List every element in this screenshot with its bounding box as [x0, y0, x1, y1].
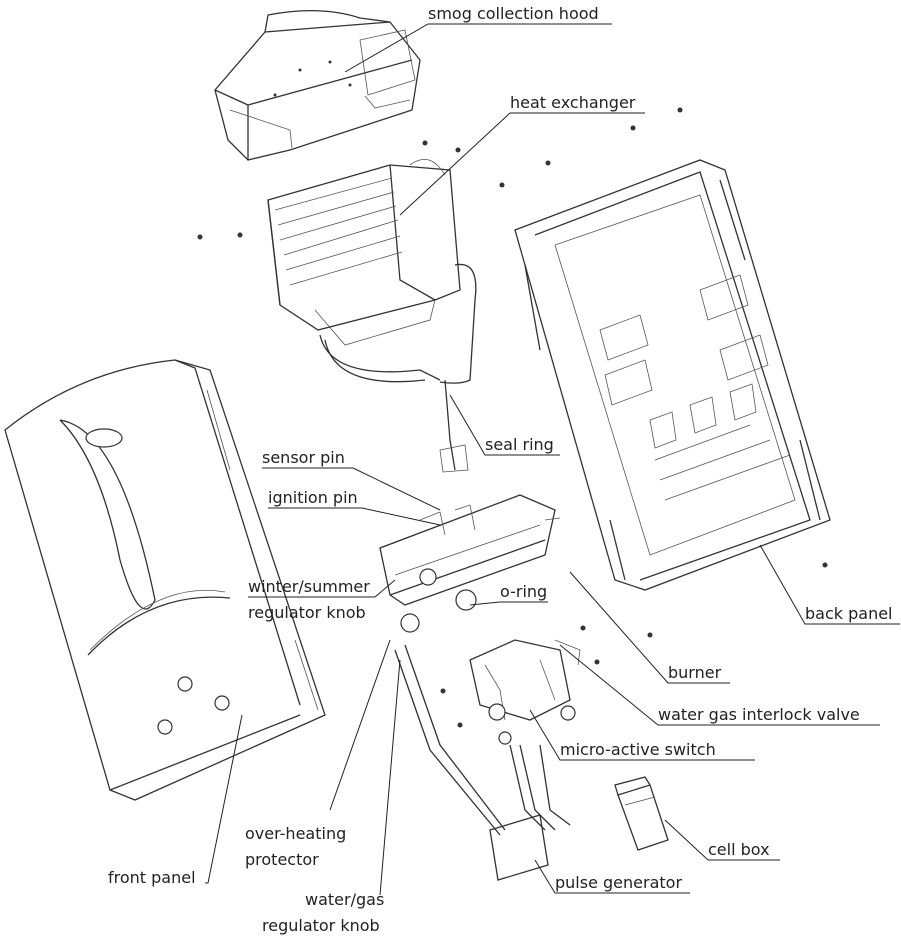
label-over-heating-2: protector — [245, 850, 319, 869]
smog-collection-hood-drawing — [214, 10, 421, 161]
part-labels: smog collection hood heat exchanger seal… — [108, 4, 893, 935]
label-burner: burner — [668, 663, 722, 682]
heat-exchanger-drawing — [267, 158, 477, 473]
label-front-panel: front panel — [108, 868, 196, 887]
pulse-generator-drawing — [394, 644, 571, 881]
label-water-gas-interlock-valve: water gas interlock valve — [658, 705, 860, 724]
label-pulse-generator: pulse generator — [555, 873, 682, 892]
burner-drawing — [379, 494, 561, 633]
label-seal-ring: seal ring — [485, 435, 554, 454]
label-cell-box: cell box — [708, 840, 770, 859]
water-gas-interlock-valve-drawing — [469, 639, 581, 745]
label-sensor-pin: sensor pin — [262, 448, 345, 467]
front-panel-drawing — [4, 359, 326, 801]
cell-box-drawing — [614, 776, 669, 851]
label-water-gas-2: regulator knob — [262, 916, 380, 935]
label-winter-summer-1: winter/summer — [248, 577, 370, 596]
label-back-panel: back panel — [805, 604, 893, 623]
label-ignition-pin: ignition pin — [268, 488, 358, 507]
label-heat-exchanger: heat exchanger — [510, 93, 636, 112]
leader-lines — [205, 23, 900, 896]
back-panel-drawing — [514, 159, 831, 591]
label-micro-active-switch: micro-active switch — [560, 740, 716, 759]
label-water-gas-1: water/gas — [305, 890, 384, 909]
label-winter-summer-2: regulator knob — [248, 603, 366, 622]
label-o-ring: o-ring — [500, 582, 547, 601]
label-smog-collection-hood: smog collection hood — [428, 4, 599, 23]
label-over-heating-1: over-heating — [245, 824, 346, 843]
screws — [197, 107, 828, 728]
